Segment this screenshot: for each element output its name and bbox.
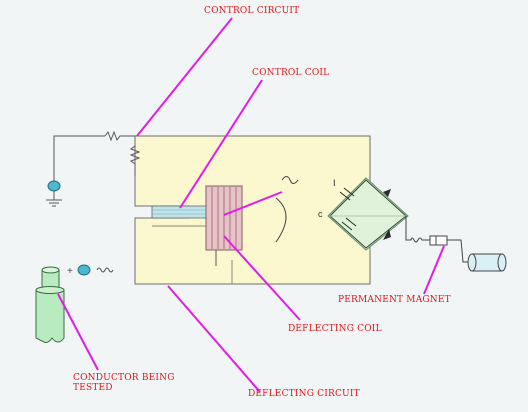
leader-deflecting-circuit <box>167 285 261 393</box>
ground-icon <box>46 199 62 207</box>
bridge-capacitor-top <box>339 191 351 201</box>
control-resistor-top <box>104 130 135 142</box>
magnet-cylinder-end <box>467 253 477 272</box>
spring-icon <box>281 176 299 184</box>
bridge-capacitor-bottom <box>341 221 353 231</box>
sensor-top-icon <box>47 180 61 192</box>
label-control-circuit: CONTROL CIRCUIT <box>204 6 299 16</box>
sensor-bottom-icon <box>77 264 91 276</box>
scale-arc <box>275 197 287 243</box>
minus-mark: I <box>333 178 336 188</box>
magnet-cylinder-end-far <box>497 253 507 272</box>
bridge-diamond <box>329 179 407 249</box>
bridge-capacitor-bottom-2 <box>345 217 357 227</box>
label-conductor-line1: CONDUCTOR BEING <box>73 373 175 383</box>
diode-bottom-icon <box>383 229 391 240</box>
leader-permanent-magnet <box>423 245 445 295</box>
sensor-wave <box>96 267 114 273</box>
permanent-magnet-box <box>429 235 448 246</box>
label-deflecting-circuit: DEFLECTING CIRCUIT <box>248 389 360 399</box>
leader-conductor <box>57 293 99 371</box>
label-control-coil: CONTROL COIL <box>252 68 329 78</box>
c-mark: c <box>318 209 323 219</box>
label-deflecting-coil: DEFLECTING COIL <box>288 324 382 334</box>
conductor-being-tested <box>35 266 65 343</box>
magnet-lead <box>447 239 470 263</box>
leader-control-circuit <box>136 17 233 137</box>
deflecting-coil-windings <box>211 187 237 249</box>
label-permanent-magnet: PERMANENT MAGNET <box>338 295 451 305</box>
leader-control-coil <box>179 79 263 209</box>
control-wire-top <box>53 135 105 182</box>
leader-lines <box>57 17 445 393</box>
diode-top-icon <box>383 189 391 197</box>
control-resistor-side <box>129 145 141 176</box>
plus-sign: + <box>67 266 73 277</box>
leader-pointer <box>223 191 283 216</box>
leader-deflecting-coil <box>223 235 301 321</box>
label-conductor-line2: TESTED <box>73 383 113 393</box>
bridge-capacitor-top-2 <box>343 187 355 197</box>
bridge-output-wire <box>405 216 430 243</box>
